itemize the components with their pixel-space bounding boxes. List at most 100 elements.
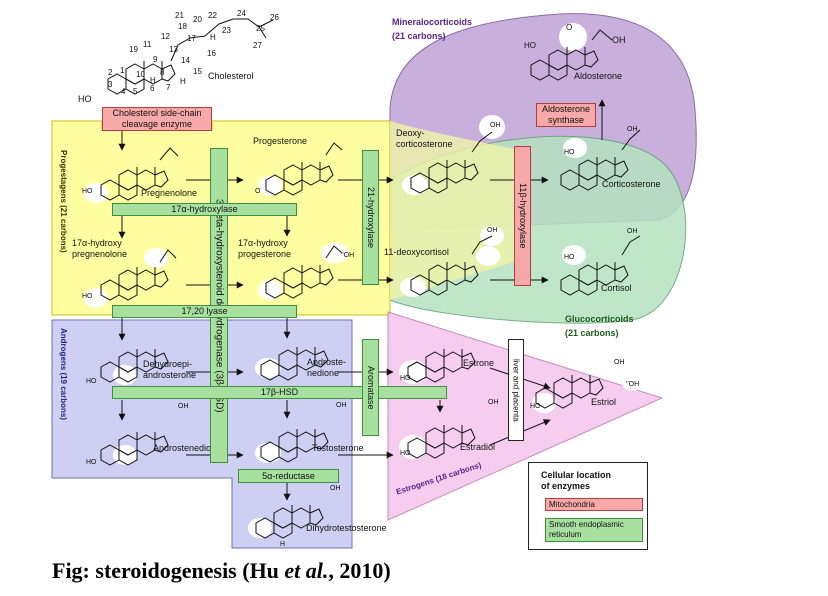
estradiol-oh: OH: [488, 399, 499, 406]
androstenedione-label-1: Androste-: [307, 357, 347, 367]
lyase-17-20-label: 17,20 lyase: [181, 306, 228, 316]
caption-suffix: , 2010): [328, 558, 391, 583]
corticosterone-label: Corticosterone: [602, 179, 661, 189]
carbon-17: 17: [187, 34, 196, 43]
testosterone-label: Testosterone: [312, 443, 364, 453]
aldosterone-ho: HO: [524, 41, 536, 50]
dhea-label-2: androsterone: [143, 370, 197, 380]
testosterone-oh: OH: [336, 402, 347, 409]
hydroxylase-21-label: 21-hydroxylase: [366, 186, 376, 249]
carbon-12: 12: [161, 32, 170, 41]
legend-title-2: of enzymes: [541, 481, 591, 491]
enzyme-location-legend: Cellular location of enzymes Mitochondri…: [528, 462, 648, 550]
carbon-7: 7: [166, 83, 171, 92]
cortisol-oh: OH: [627, 228, 638, 235]
hydroxypregnenolone-label-2: pregnenolone: [72, 249, 128, 259]
androstenediol-ho: HO: [86, 459, 97, 466]
deoxycortisol-label: 11-deoxycortisol: [384, 247, 449, 257]
hydroxylase-17a-label: 17α-hydroxylase: [171, 204, 238, 214]
scc-enzyme-box: Cholesterol side-chain cleavage enzyme: [102, 107, 212, 131]
legend-title-1: Cellular location: [541, 470, 612, 480]
carbon-16: 16: [207, 49, 216, 58]
carbon-19: 19: [129, 45, 138, 54]
carbon-3: 3: [108, 80, 113, 89]
hsd17b-label: 17β-HSD: [260, 387, 299, 397]
glucocorticoids-label: Glucocorticoids: [565, 314, 634, 324]
hydroxyprogesterone-label-2: progesterone: [238, 249, 292, 259]
caption-prefix: Fig: steroidogenesis (Hu: [52, 558, 285, 583]
carbon-23: 23: [222, 26, 231, 35]
corticosterone-ho: HO: [564, 149, 575, 156]
legend-smooth-er-label-1: Smooth endoplasmic: [549, 520, 624, 529]
carbon-24: 24: [237, 9, 246, 18]
estriol-ohh: ''OH: [626, 381, 640, 388]
carbon-25: 25: [256, 24, 265, 33]
scc-enzyme-label-2: cleavage enzyme: [121, 119, 193, 129]
carbon-4: 4: [121, 87, 126, 96]
carbon-27: 27: [253, 41, 262, 50]
androstenediol-label: Androstenediol: [153, 443, 214, 453]
aromatase-box: Aromatase: [362, 339, 379, 436]
hydroxylase-11b-box: 11β-hydroxylase: [514, 146, 531, 286]
dht-label: Dihydrotestosterone: [306, 523, 387, 533]
carbon-15: 15: [193, 67, 202, 76]
carbon-8: 8: [160, 68, 165, 77]
mineralocorticoids-carbons-label: (21 carbons): [392, 31, 446, 41]
androstenediol-oh: OH: [178, 403, 189, 410]
hydroxypregnenolone-label-1: 17α-hydroxy: [72, 238, 122, 248]
legend-mitochondria: Mitochondria: [545, 498, 643, 511]
hydroxylase-17a-box: 17α-hydroxylase: [112, 203, 297, 216]
aldosterone-label: Aldosterone: [574, 71, 623, 81]
estrogens-region: [387, 311, 664, 521]
carbon-21: 21: [175, 11, 184, 20]
estriol-label: Estriol: [591, 397, 617, 407]
dhea-ho: HO: [86, 378, 97, 385]
carbon-9: 9: [153, 55, 158, 64]
hydroxylase-11b-label: 11β-hydroxylase: [518, 183, 528, 249]
pregnenolone-label: Pregnenolone: [141, 188, 198, 198]
estradiol-ho: HO: [400, 450, 411, 457]
cholesterol-ho: HO: [78, 94, 92, 104]
androstenedione-label-2: nedione: [307, 368, 340, 378]
lyase-17-20-box: 17,20 lyase: [112, 305, 297, 318]
carbon-10: 10: [136, 70, 145, 79]
scc-enzyme-label-1: Cholesterol side-chain: [112, 108, 202, 118]
cholesterol-label: Cholesterol: [208, 71, 254, 81]
legend-smooth-er-label-2: reticulum: [549, 530, 582, 539]
hydroxyprogesterone-oh: ''OH: [341, 252, 355, 259]
hydroxypregnenolone-ho: HO: [82, 293, 93, 300]
carbon-6: 6: [150, 84, 155, 93]
deoxycorticosterone-label-1: Deoxy-: [396, 128, 425, 138]
liver-placenta-box: liver and placenta: [508, 339, 524, 441]
aldosterone-oh: OH: [612, 35, 626, 45]
liver-placenta-label: liver and placenta: [511, 358, 521, 422]
hydroxyprogesterone-label-1: 17α-hydroxy: [238, 238, 288, 248]
corticosterone-oh: OH: [627, 126, 638, 133]
dht-h: H: [280, 541, 286, 548]
carbon-20: 20: [193, 15, 202, 24]
carbon-1: 1: [120, 66, 125, 75]
aldosterone-synthase-label-1: Aldosterone: [541, 104, 591, 114]
aromatase-label: Aromatase: [366, 365, 376, 410]
estrone-ho: HO: [400, 375, 411, 382]
androgens-label: Androgens (19 carbons): [59, 328, 68, 421]
deoxycorticosterone-label-2: corticosterone: [396, 139, 453, 149]
legend-mitochondria-label: Mitochondria: [549, 500, 595, 509]
carbon-11: 11: [143, 40, 152, 49]
cholesterol-h14: H: [180, 77, 186, 86]
carbon-2: 2: [108, 68, 113, 77]
aldosterone-o: O: [566, 23, 573, 32]
aldosterone-synthase-box: Aldosterone synthase: [536, 103, 596, 127]
hsd17b-box: 17β-HSD: [112, 386, 447, 399]
carbon-26: 26: [270, 13, 279, 22]
figure-caption: Fig: steroidogenesis (Hu et al., 2010): [52, 558, 391, 584]
cholesterol-h17: H: [210, 33, 216, 42]
legend-smooth-er: Smooth endoplasmic reticulum: [545, 518, 643, 542]
deoxycorticosterone-oh: OH: [490, 122, 501, 129]
carbon-14: 14: [181, 56, 190, 65]
aldosterone-synthase-label-2: synthase: [547, 115, 584, 125]
estradiol-label: Estradiol: [460, 442, 496, 452]
carbon-18: 18: [178, 22, 187, 31]
carbon-13: 13: [169, 45, 178, 54]
